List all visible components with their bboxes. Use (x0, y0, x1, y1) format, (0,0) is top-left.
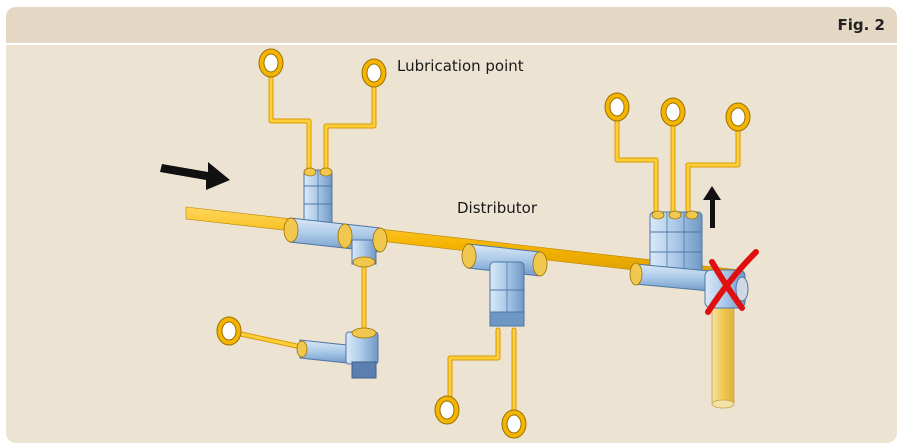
central-distributor (461, 243, 548, 327)
figure-label: Fig. 2 (837, 16, 885, 34)
lubrication-point-ring (660, 97, 686, 127)
lubrication-point-ring (725, 102, 751, 132)
lubrication-point-ring (216, 316, 242, 346)
lubrication-point-ring (501, 409, 527, 439)
flow-direction-arrow (160, 162, 230, 190)
lubrication-point-label: Lubrication point (397, 57, 524, 75)
blocked-cross-mark (705, 249, 759, 315)
right-distributor (629, 210, 721, 293)
upward-arrow (703, 186, 721, 228)
lubrication-point-ring (361, 58, 387, 88)
lubrication-lines (238, 73, 741, 419)
lubrication-point-ring (604, 92, 630, 122)
lubrication-point-ring (434, 395, 460, 425)
figure-header-band (6, 7, 897, 45)
lubrication-point-ring (258, 48, 284, 78)
lower-elbow-fitting (296, 327, 379, 379)
first-tee-fitting (283, 167, 388, 268)
distributor-label: Distributor (457, 199, 538, 217)
lubrication-points (216, 48, 751, 439)
